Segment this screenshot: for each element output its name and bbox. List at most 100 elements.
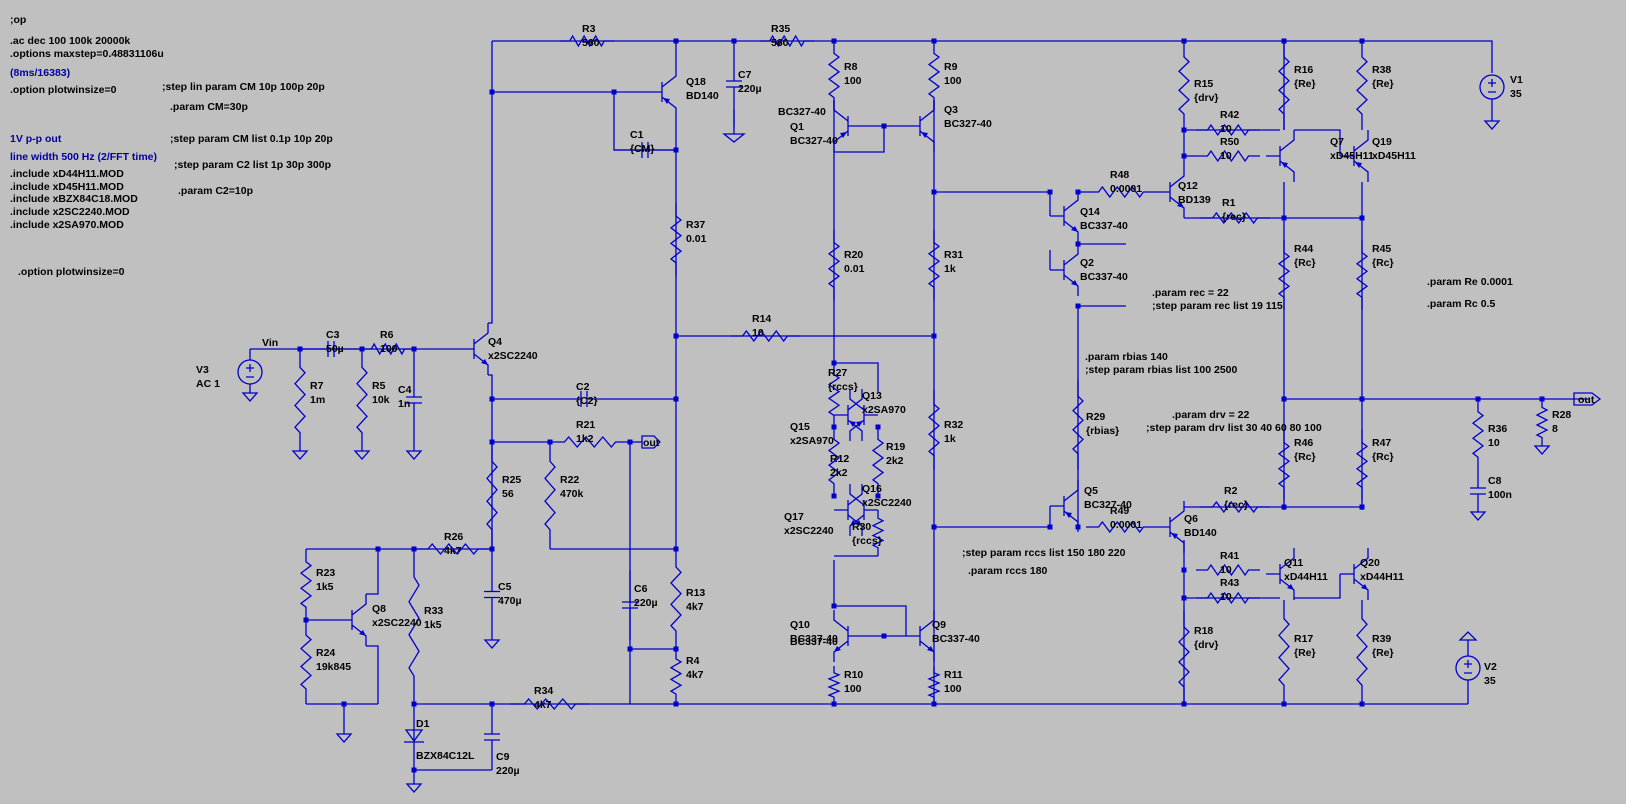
ground-icon	[353, 450, 371, 460]
out-port-label	[641, 435, 661, 449]
resistor-r33	[408, 549, 420, 704]
directive: .param C2=10p	[178, 185, 253, 197]
junction-dot	[1281, 701, 1287, 707]
value-r2: {rec}	[1224, 499, 1248, 511]
capacitor-c6	[622, 570, 638, 640]
junction-dot	[1047, 189, 1053, 195]
resistor-r27	[827, 363, 841, 427]
junction-dot	[411, 767, 417, 773]
ref-r34: R34	[534, 685, 553, 697]
labels: ;op.ac dec 100 100k 20000k.options maxst…	[10, 14, 1595, 777]
value-r35: 560	[771, 37, 789, 49]
ref-q2: Q2	[1080, 257, 1094, 269]
resistor-r31	[927, 230, 941, 300]
junction-dot	[1181, 38, 1187, 44]
net-label-out: out	[643, 437, 660, 449]
ground-icon	[1483, 120, 1501, 130]
wire	[488, 374, 493, 549]
transistor-arrow	[856, 421, 863, 427]
ref-r41: R41	[1220, 550, 1239, 562]
junction-dot	[1181, 127, 1187, 133]
ref-r15: R15	[1194, 78, 1213, 90]
ref-r18: R18	[1194, 625, 1213, 637]
directive: .param Rc 0.5	[1427, 298, 1495, 310]
value-r50: 10	[1220, 150, 1232, 162]
ref-r38: R38	[1372, 64, 1391, 76]
model-q17: x2SC2240	[784, 525, 834, 537]
junction-dot	[1181, 567, 1187, 573]
ref-r23: R23	[316, 567, 335, 579]
wire	[366, 645, 379, 704]
transistor-q18	[648, 66, 677, 118]
value-r28: 8	[1552, 423, 1558, 435]
value-c6: 220µ	[634, 597, 658, 609]
ref-q12: Q12	[1178, 180, 1198, 192]
junction-dot	[1359, 504, 1365, 510]
ref-r33: R33	[424, 605, 443, 617]
junction-dot	[547, 439, 553, 445]
transistor-arrow	[834, 646, 841, 652]
junction-dot	[673, 546, 679, 552]
ref-r11: R11	[944, 669, 963, 681]
transistor-arrow	[1071, 280, 1078, 286]
wire	[1294, 129, 1341, 156]
junction-dot	[1281, 504, 1287, 510]
value-c5: 470µ	[498, 595, 522, 607]
directive: .include xD44H11.MOD	[10, 168, 124, 180]
transistor-q1	[833, 100, 862, 152]
directive: .include xBZX84C18.MOD	[10, 193, 138, 205]
ref-q8: Q8	[372, 603, 386, 615]
junction-dot	[611, 89, 617, 95]
transistor-arrow	[927, 646, 934, 652]
transistor-arrow	[855, 520, 862, 526]
junction-dot	[489, 546, 495, 552]
value-c3: 50µ	[326, 343, 344, 355]
ref-c3: C3	[326, 329, 340, 341]
resistor-r49	[1086, 520, 1156, 534]
value-r24: 19k845	[316, 661, 351, 673]
value-c4: 1n	[398, 398, 410, 410]
model-q20: xD44H11	[1360, 571, 1404, 583]
transistor-q20	[1340, 548, 1369, 600]
resistor-r38	[1356, 41, 1368, 130]
transistor-q16	[834, 484, 863, 536]
value-r19: 2k2	[886, 455, 904, 467]
junction-dot	[831, 493, 837, 499]
junction-dot	[673, 38, 679, 44]
junction-dot	[411, 346, 417, 352]
value-r45: {Rc}	[1372, 257, 1394, 269]
junction-dot	[831, 360, 837, 366]
value-r23: 1k5	[316, 581, 334, 593]
directive: .option plotwinsize=0	[18, 266, 125, 278]
resistor-r3	[560, 34, 614, 48]
resistor-r32	[927, 390, 941, 470]
ground-icon	[1469, 511, 1487, 521]
value-r49: 0.0001	[1110, 519, 1142, 531]
resistor-r13	[670, 549, 682, 649]
resistor-r16	[1278, 41, 1290, 130]
model-d1: BZX84C12L	[416, 750, 475, 762]
value-r12: 2k2	[830, 467, 848, 479]
model-q5: BC327-40	[1084, 499, 1132, 511]
ref-q4: Q4	[488, 336, 502, 348]
value-c7: 220µ	[738, 83, 762, 95]
resistor-r17	[1278, 600, 1290, 704]
model-q16: x2SC2240	[862, 497, 912, 509]
value-r20: 0.01	[844, 263, 865, 275]
transistor-arrow	[1071, 226, 1078, 232]
ref-d1: D1	[416, 718, 430, 730]
value-r13: 4k7	[686, 601, 704, 613]
ref-c6: C6	[634, 583, 648, 595]
junction-dot	[411, 546, 417, 552]
resistor-r34	[510, 697, 590, 711]
transistor-arrow	[1287, 584, 1294, 590]
model-q3: BC327-40	[944, 118, 992, 130]
junction-dot	[931, 38, 937, 44]
model-q1-top: BC327-40	[778, 106, 826, 118]
ref-r32: R32	[944, 419, 963, 431]
ref-r36: R36	[1488, 423, 1507, 435]
ref-q1: Q1	[790, 121, 804, 133]
ref-r25: R25	[502, 474, 521, 486]
junction-dot	[831, 701, 837, 707]
